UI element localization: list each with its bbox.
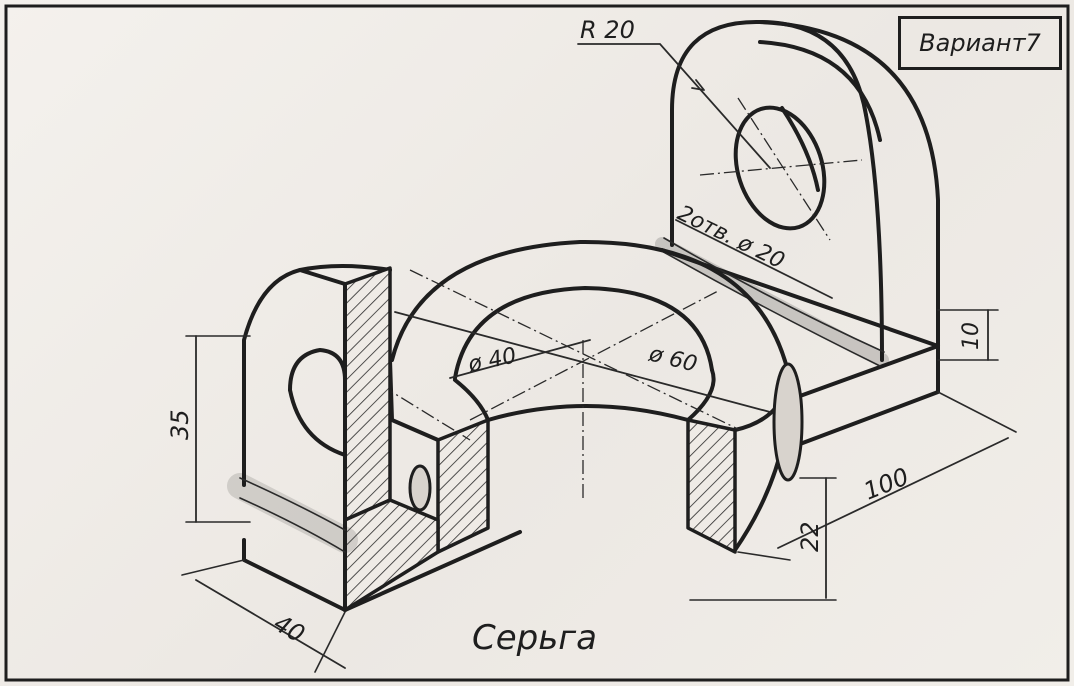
- left-inner-weld: [408, 464, 432, 512]
- ring-left-section: [436, 418, 490, 554]
- variant-label-box: Вариант7: [898, 16, 1062, 70]
- dimension-lines: [181, 43, 1017, 673]
- ring-right-section: [686, 418, 737, 554]
- variant-label: Вариант7: [919, 29, 1041, 57]
- dim-100: 100: [860, 462, 913, 505]
- dim-d60: ø 60: [646, 341, 700, 377]
- ring: [339, 239, 804, 554]
- ring-weld-bead: [772, 362, 804, 482]
- dim-d40: ø 40: [465, 343, 519, 378]
- left-lug-section-bottom: [343, 498, 440, 612]
- part-title: Серьга: [472, 618, 597, 658]
- dim-r20: R 20: [580, 16, 635, 44]
- dim-10: 10: [959, 322, 984, 350]
- right-lug-hole: [733, 105, 827, 231]
- dim-35: 35: [166, 409, 194, 440]
- left-lug: [227, 264, 440, 612]
- sheet-border: [4, 4, 1070, 682]
- dim-22: 22: [796, 521, 824, 552]
- left-lug-section-top: [343, 266, 392, 522]
- left-weld-seam: [227, 473, 358, 553]
- right-lug: [655, 19, 940, 367]
